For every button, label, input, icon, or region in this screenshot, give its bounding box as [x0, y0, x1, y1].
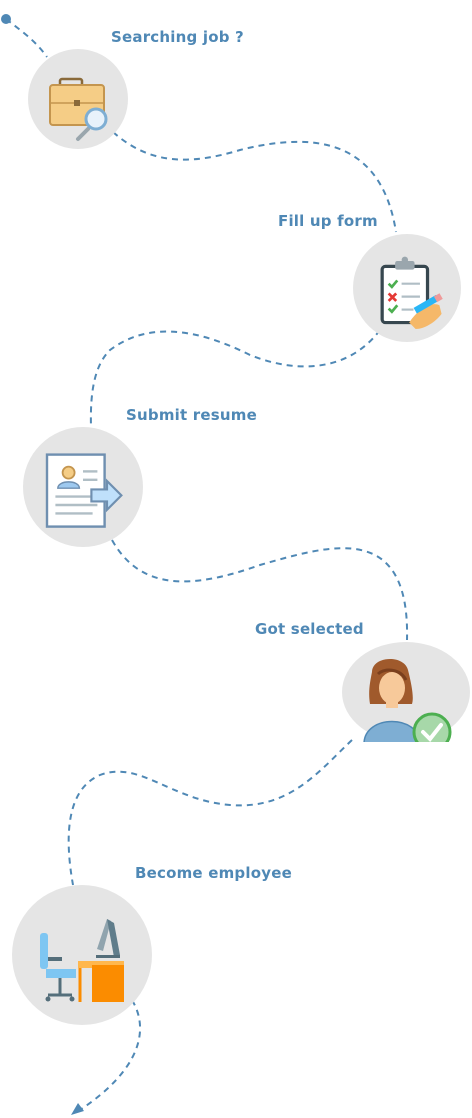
step-circle-searching-job	[28, 49, 128, 149]
selected-person-icon	[363, 658, 452, 742]
step-label-submit-resume: Submit resume	[126, 406, 257, 424]
step-circle-submit-resume	[23, 427, 143, 547]
step-label-become-employee: Become employee	[135, 864, 292, 882]
office-desk-icon	[40, 919, 124, 1002]
resume-send-icon	[45, 453, 123, 528]
step-label-got-selected: Got selected	[255, 620, 364, 638]
dashed-route	[5, 18, 409, 1111]
step-label-fill-up-form: Fill up form	[278, 212, 378, 230]
step-circle-got-selected	[342, 642, 470, 742]
path-end-arrow-icon	[71, 1103, 84, 1115]
step-label-searching-job: Searching job ?	[111, 28, 244, 46]
step-circle-become-employee	[12, 885, 152, 1025]
briefcase-search-icon	[49, 77, 108, 141]
clipboard-checklist-icon	[380, 256, 443, 330]
step-circle-fill-up-form	[353, 234, 461, 342]
